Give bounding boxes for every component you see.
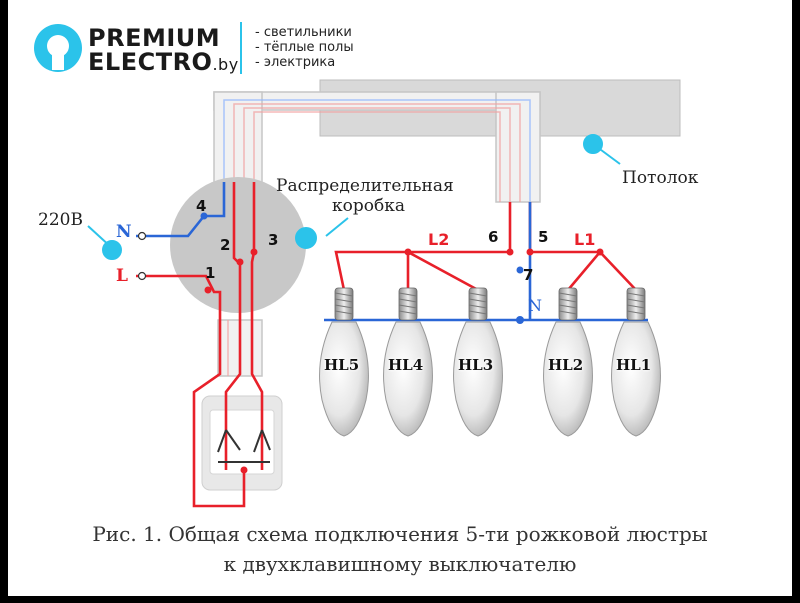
junction-box [170,177,306,313]
neutral-bus-label: N [528,296,542,315]
caption-line-1: Рис. 1. Общая схема подключения 5-ти рож… [92,522,708,546]
bulb-hl1 [611,287,661,437]
terminal-2: 2 [220,236,231,254]
logo-icon [34,24,82,72]
terminal-7: 7 [523,266,534,284]
lamp-label-hl4: HL4 [388,356,424,374]
figure-area: PREMIUM ELECTRO.by - светильники - тёплы… [8,0,792,596]
supply-label: 220В [38,210,83,230]
logo-divider [240,22,242,74]
tagline-2: - тёплые полы [255,40,354,55]
terminal-5: 5 [538,228,549,246]
tagline-3: - электрика [255,55,336,70]
bulbs [319,287,661,437]
caption-line-2: к двухклавишному выключателю [223,552,577,576]
junction-box-label-2: коробка [332,196,405,216]
neutral-input-label: N [116,222,132,242]
terminal-6: 6 [488,228,499,246]
supply-terminals [137,231,147,281]
logo-line1: PREMIUM [88,24,221,52]
logo-suffix: .by [212,55,239,74]
lamp-label-hl1: HL1 [616,356,652,374]
switch-contacts [217,429,271,463]
terminal-1: 1 [205,264,216,282]
ceiling-label: Потолок [622,168,699,188]
bulb-hl3 [453,287,503,437]
junction-box-label-1: Распределительная [276,176,454,196]
terminal-dots [200,212,604,474]
terminal-3: 3 [268,231,279,249]
lamp-label-hl5: HL5 [324,356,360,374]
terminal-4: 4 [196,197,207,215]
group-l2-label: L2 [428,230,450,249]
tagline-1: - светильники [255,25,352,40]
lamp-label-hl3: HL3 [458,356,494,374]
lamp-label-hl2: HL2 [548,356,584,374]
logo-line2-text: ELECTRO [88,48,213,76]
two-gang-switch [201,395,283,491]
line-input-label: L [116,266,128,286]
group-l1-label: L1 [574,230,596,249]
bulb-hl2 [543,287,593,437]
bulb-hl5 [319,287,369,437]
logo-line2: ELECTRO.by [88,48,239,76]
callouts [87,134,621,260]
wiring-diagram [87,79,681,508]
bulb-hl4 [383,287,433,437]
